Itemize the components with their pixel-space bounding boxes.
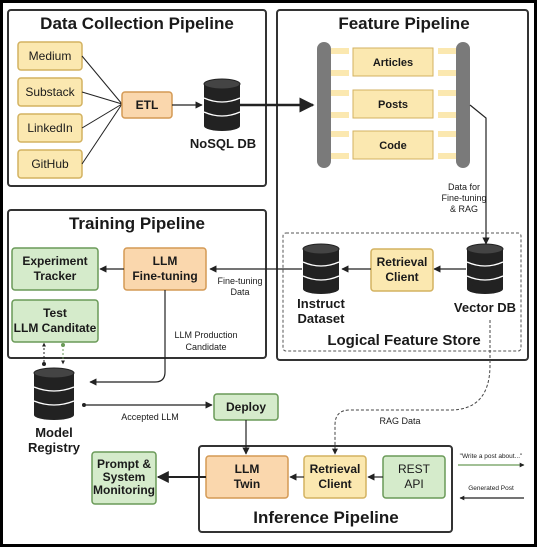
feature-articles-label: Articles — [373, 57, 413, 69]
test-llm-line-2: LLM Canditate — [14, 321, 97, 335]
vector-db-label: Vector DB — [454, 300, 516, 315]
feature-title: Feature Pipeline — [338, 14, 469, 33]
rest-api-line-2: API — [404, 477, 423, 491]
llm-twin-line-1: LLM — [235, 462, 260, 476]
prompt-monitoring-line-3: Monitoring — [93, 483, 155, 497]
llm-finetuning-line-2: Fine-tuning — [132, 269, 197, 283]
inference-retrieval-line-1: Retrieval — [310, 462, 361, 476]
source-substack-label: Substack — [25, 85, 75, 99]
prompt-monitoring-line-2: System — [103, 470, 146, 484]
legend-generated-post: Generated Post — [468, 485, 514, 492]
nosql-label: NoSQL DB — [190, 136, 256, 151]
feature-posts-label: Posts — [378, 99, 408, 111]
data-for-line-2: Fine-tuning — [441, 193, 486, 203]
source-github: GitHub — [17, 149, 83, 179]
prompt-monitoring-line-1: Prompt & — [97, 457, 151, 471]
registry-test-arrows — [42, 342, 65, 366]
instruct-dataset-line-1: Instruct — [297, 296, 345, 311]
model-registry-db — [33, 367, 75, 420]
prompt-monitoring-box: Prompt & System Monitoring — [91, 451, 157, 505]
logical-feature-store-panel — [282, 232, 522, 352]
feature-code-label: Code — [379, 140, 407, 152]
llm-finetuning-line-1: LLM — [153, 254, 178, 268]
retrieval-client-box: Retrieval Client — [370, 248, 434, 292]
source-linkedin-label: LinkedIn — [27, 121, 72, 135]
source-medium: Medium — [17, 41, 83, 71]
llm-candidate-line-2: Candidate — [185, 342, 226, 352]
feature-articles: Articles — [331, 47, 456, 77]
inference-retrieval-line-2: Client — [318, 477, 351, 491]
candidate-to-registry-arrow — [89, 290, 166, 386]
etl-box: ETL — [121, 91, 173, 119]
llm-finetuning-box: LLM Fine-tuning — [123, 247, 207, 291]
feature-to-vector-arrow — [469, 104, 490, 245]
rag-data-arrow — [332, 320, 491, 455]
etl-label: ETL — [136, 98, 159, 112]
test-llm-line-1: Test — [43, 306, 67, 320]
source-linkedin: LinkedIn — [17, 113, 83, 143]
instruct-dataset-line-2: Dataset — [298, 311, 346, 326]
finetuning-data-line-1: Fine-tuning — [217, 276, 262, 286]
source-medium-label: Medium — [29, 49, 72, 63]
accepted-llm-label: Accepted LLM — [121, 412, 179, 422]
inference-retrieval-box: Retrieval Client — [303, 455, 367, 499]
rag-data-label: RAG Data — [379, 416, 420, 426]
instruct-dataset-db — [302, 243, 340, 294]
experiment-tracker-line-1: Experiment — [22, 254, 87, 268]
training-title: Training Pipeline — [69, 214, 205, 233]
vector-db — [466, 243, 504, 294]
llm-twin-line-2: Twin — [234, 477, 260, 491]
feature-bar-right — [456, 42, 470, 168]
logical-feature-store-title: Logical Feature Store — [327, 332, 480, 349]
retrieval-client-line-1: Retrieval — [377, 255, 428, 269]
rest-api-box: REST API — [382, 455, 446, 499]
nosql-db — [203, 78, 241, 131]
feature-bar-left — [317, 42, 331, 168]
rest-api-line-1: REST — [398, 462, 431, 476]
data-for-line-1: Data for — [448, 182, 480, 192]
feature-posts: Posts — [331, 89, 456, 119]
deploy-label: Deploy — [226, 400, 266, 414]
source-github-label: GitHub — [31, 157, 69, 171]
test-llm-box: Test LLM Canditate — [11, 299, 99, 343]
retrieval-client-line-2: Client — [385, 270, 418, 284]
data-collection-title: Data Collection Pipeline — [40, 14, 234, 33]
llm-twin-box: LLM Twin — [205, 455, 289, 499]
data-for-line-3: & RAG — [450, 204, 478, 214]
inference-title: Inference Pipeline — [253, 508, 399, 527]
source-connectors — [81, 55, 123, 165]
deploy-box: Deploy — [213, 393, 279, 421]
model-registry-line-1: Model — [35, 425, 73, 440]
model-registry-line-2: Registry — [28, 440, 81, 455]
finetuning-data-line-2: Data — [230, 287, 249, 297]
llm-candidate-line-1: LLM Production — [174, 330, 237, 340]
experiment-tracker-box: Experiment Tracker — [11, 247, 99, 291]
feature-code: Code — [331, 130, 456, 160]
source-substack: Substack — [17, 77, 83, 107]
registry-dot — [82, 403, 86, 407]
experiment-tracker-line-2: Tracker — [34, 269, 77, 283]
legend-write-post: "Write a post about..." — [460, 453, 523, 460]
